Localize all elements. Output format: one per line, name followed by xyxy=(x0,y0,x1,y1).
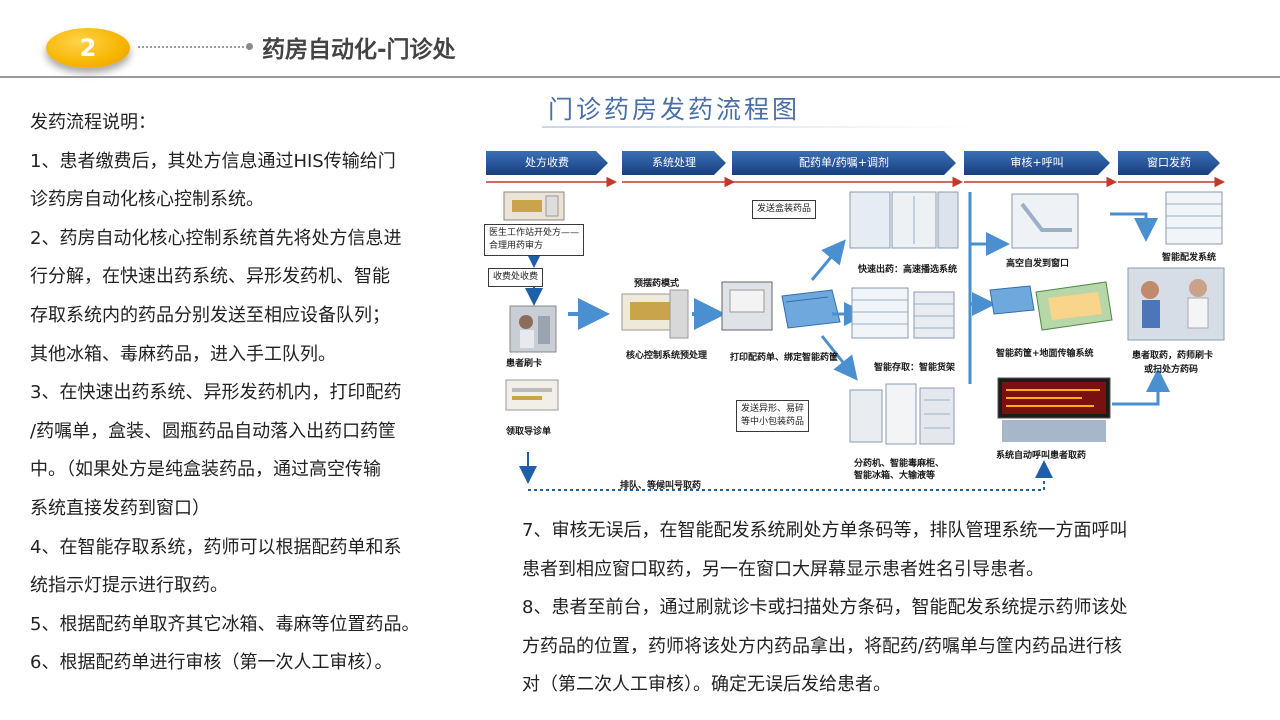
pre-dispense-label: 预摆药模式 xyxy=(634,279,680,289)
patient-swipe-label: 患者刷卡 xyxy=(506,359,543,369)
intro-line: 存取系统内的药品分别发送至相应设备队列； xyxy=(30,304,390,326)
rational-review-label: 合理用药审方 xyxy=(489,241,544,251)
intro-line: 诊药房自动化核心控制系统。 xyxy=(30,189,264,211)
stage-prescription-fee: 处方收费 xyxy=(486,151,608,175)
header-dotted-line xyxy=(138,46,248,48)
intro-line: /药嘱单，盒装、圆瓶药品自动落入出药口药筐 xyxy=(30,420,397,442)
slide-header: 2 药房自动化-门诊处 xyxy=(0,0,1280,80)
boxed-drugs-box: 发送盒装药品 xyxy=(752,200,817,219)
stage-window-dispense: 窗口发药 xyxy=(1118,151,1220,175)
core-control-label: 核心控制系统预处理 xyxy=(626,351,708,361)
intro-line: 2、药房自动化核心控制系统首先将处方信息进 xyxy=(30,227,402,249)
stage-dispensing: 配药单/药嘱+调剂 xyxy=(732,151,956,175)
step-line: 患者到相应窗口取药，另一在窗口大屏幕显示患者姓名引导患者。 xyxy=(522,558,1044,580)
smart-dispatch-label: 智能配发系统 xyxy=(1162,253,1217,263)
step-line: 方药品的位置，药师将该处方内药品拿出，将配药/药嘱单与筐内药品进行核 xyxy=(522,635,1123,657)
pickup-label-2: 或扫处方药码 xyxy=(1144,365,1199,375)
stage-review-call: 审核+呼叫 xyxy=(964,151,1110,175)
cashier-label: 收费处收费 xyxy=(493,272,539,282)
step-line: 对（第二次人工审核）。确定无误后发给患者。 xyxy=(522,674,891,696)
intro-line: 行分解，在快速出药系统、异形发药机、智能 xyxy=(30,266,390,288)
intro-line: 4、在智能存取系统，药师可以根据配药单和系 xyxy=(30,536,402,558)
intro-line: 统指示灯提示进行取药。 xyxy=(30,575,228,597)
intro-line: 3、在快速出药系统、异形发药机内，打印配药 xyxy=(30,382,402,404)
odd-shape-label-1: 发送异形、易碎 xyxy=(741,404,805,414)
step-line: 8、患者至前台，通过刷就诊卡或扫描处方条码，智能配发系统提示药师该处 xyxy=(522,597,1128,619)
flowchart-title-underline xyxy=(542,126,972,128)
basket-transfer-label: 智能药筐+地面传输系统 xyxy=(996,349,1094,359)
cabinets-label-2: 智能冰箱、大输液等 xyxy=(854,471,936,481)
odd-shape-box: 发送异形、易碎 等中小包装药品 xyxy=(736,400,810,432)
process-description: 发药流程说明： 1、患者缴费后，其处方信息通过HIS传输给门 诊药房自动化核心控… xyxy=(30,104,490,683)
doctor-station-label: 医生工作站开处方—— xyxy=(489,228,580,238)
stage-system-processing: 系统处理 xyxy=(622,151,726,175)
flowchart-graphics xyxy=(486,176,1225,491)
intro-line: 系统直接发药到窗口） xyxy=(30,497,210,519)
cabinets-label-1: 分药机、智能毒麻柜、 xyxy=(854,459,945,469)
call-screen-label: 系统自动呼叫患者取药 xyxy=(996,451,1087,461)
flowchart-title: 门诊药房发药流程图 xyxy=(548,95,801,124)
intro-line: 1、患者缴费后，其处方信息通过HIS传输给门 xyxy=(30,150,396,172)
intro-line: 发药流程说明： xyxy=(30,112,156,133)
print-bind-label: 打印配药单、绑定智能药筐 xyxy=(730,353,839,363)
intro-line: 5、根据配药单取齐其它冰箱、毒麻等位置药品。 xyxy=(30,613,420,635)
guide-slip-label: 领取导诊单 xyxy=(506,427,552,437)
queue-label: 排队、等候叫号取药 xyxy=(620,481,702,491)
slide-number-badge: 2 xyxy=(46,28,130,68)
cashier-box: 收费处收费 xyxy=(488,268,544,287)
intro-line: 中。（如果处方是纯盒装药品，通过高空传输 xyxy=(30,459,381,481)
dispensing-flowchart: 门诊药房发药流程图 处方收费 系统处理 配药单/药嘱+调剂 审核+呼叫 窗口发药 xyxy=(482,84,1280,504)
smart-storage-label: 智能存取：智能货架 xyxy=(874,363,956,373)
process-description-continued: 7、审核无误后，在智能配发系统刷处方单条码等，排队管理系统一方面呼叫 患者到相应… xyxy=(522,512,1238,705)
intro-line: 其他冰箱、毒麻药品，进入手工队列。 xyxy=(30,343,336,365)
header-divider xyxy=(0,76,1280,78)
aerial-label: 高空自发到窗口 xyxy=(1006,259,1070,269)
doctor-station-box: 医生工作站开处方—— 合理用药审方 xyxy=(484,224,585,256)
pickup-label-1: 患者取药，药师刷卡 xyxy=(1132,351,1214,361)
header-dot xyxy=(246,43,253,50)
slide-title: 药房自动化-门诊处 xyxy=(262,37,456,63)
intro-line: 6、根据配药单进行审核（第一次人工审核）。 xyxy=(30,652,393,674)
odd-shape-label-2: 等中小包装药品 xyxy=(741,417,805,427)
step-line: 7、审核无误后，在智能配发系统刷处方单条码等，排队管理系统一方面呼叫 xyxy=(522,520,1128,541)
boxed-drugs-label: 发送盒装药品 xyxy=(757,204,812,214)
fast-dispense-label: 快速出药：高速播选系统 xyxy=(858,265,958,275)
